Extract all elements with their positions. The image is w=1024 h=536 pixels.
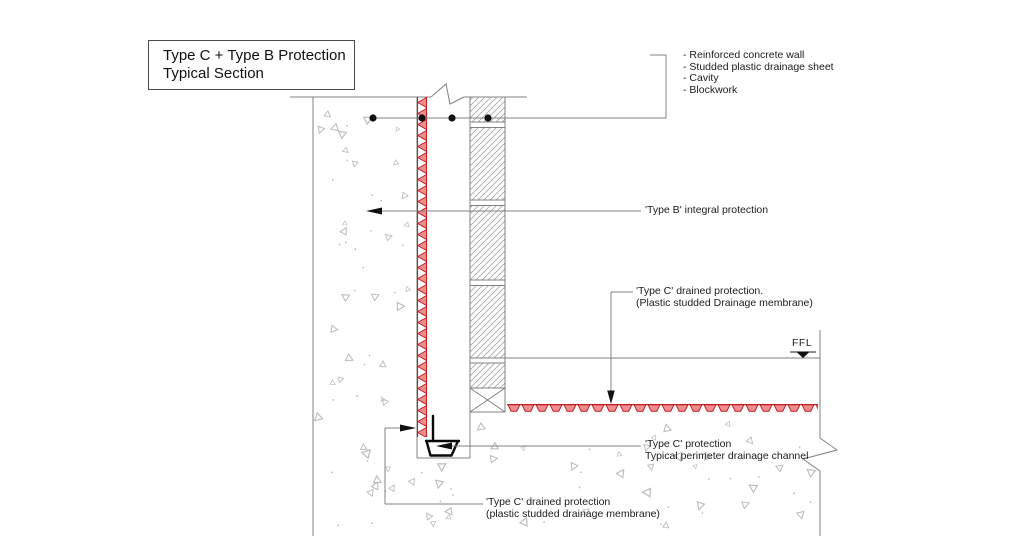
drainage-membrane-vertical [416,97,428,437]
arrow-down-icon [607,390,615,404]
concrete-wall [312,97,470,536]
title-block: Type C + Type B Protection Typical Secti… [148,40,355,90]
layer-callout-list: - Reinforced concrete wall - Studded pla… [683,49,834,96]
break-symbol-top [430,83,465,105]
type-b-label: 'Type B' integral protection [645,204,769,216]
type-c-channel-line2: Typical perimeter drainage channel [645,449,809,462]
perimeter-drainage-channel [424,414,461,457]
type-c-wall-leader [384,424,483,505]
arrow-left-icon [436,442,452,450]
callout-dot-membrane [418,114,426,122]
blockwork-wall [469,97,506,458]
type-c-wall-line2: (plastic studded drainage membrane) [486,507,660,520]
level-triangle-icon [796,351,810,358]
arrow-left-icon [366,207,382,215]
title-line2: Typical Section [163,65,264,82]
title-line1: Type C + Type B Protection [163,47,346,64]
type-c-channel-line1: 'Type C' protection [645,438,732,450]
callout-dot-cavity [448,114,456,122]
arrow-right-icon [400,424,416,432]
blockwork-joints [470,121,505,364]
type-c-floor-label: 'Type C' drained protection. (Plastic st… [636,285,813,309]
type-c-floor-line1: 'Type C' drained protection. [636,285,764,297]
type-c-wall-line1: 'Type C' drained protection [486,496,611,508]
callout-dot-concrete [369,114,377,122]
channel-leader [436,442,641,450]
slab-right-edge [801,330,839,536]
ffl-marker [790,351,816,358]
ffl-label: FFL [792,337,813,349]
type-c-channel-label: 'Type C' protection Typical perimeter dr… [645,438,809,462]
layer-item-blockwork: - Blockwork [683,83,738,96]
layer-item-cavity: - Cavity [683,72,719,85]
break-symbol-right [801,437,839,472]
type-c-floor-line2: (Plastic studded Drainage membrane) [636,296,813,309]
type-c-wall-label: 'Type C' drained protection (plastic stu… [486,496,660,520]
type-c-floor-leader [607,291,633,404]
type-b-leader [366,207,641,215]
layer-item-concrete: - Reinforced concrete wall [683,49,805,61]
callout-dot-blockwork [484,114,492,122]
drainage-membrane-horizontal [507,404,818,412]
concrete-stipple-texture [313,109,817,529]
layer-item-drainage-sheet: - Studded plastic drainage sheet [683,60,834,73]
base-block-cross [469,387,506,413]
layer-callout-leader [369,54,667,122]
